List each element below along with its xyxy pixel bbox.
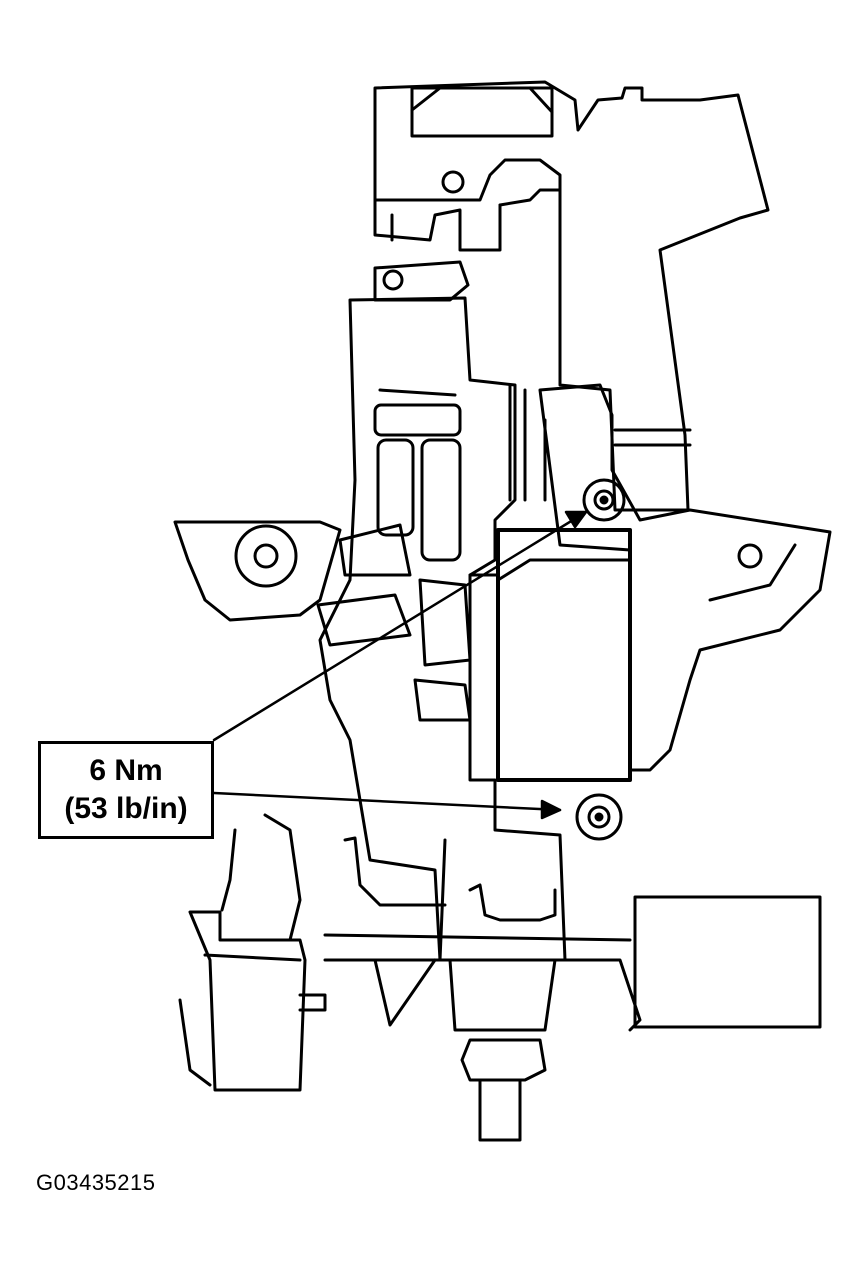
leader-line-lower — [212, 791, 562, 812]
leader-line-upper — [212, 510, 588, 742]
left-connector — [178, 813, 327, 1092]
torque-callout: 6 Nm (53 lb/in) — [38, 741, 214, 839]
lower-bolt — [575, 793, 623, 841]
left-flange — [173, 520, 342, 622]
arrowhead-lower — [540, 799, 562, 820]
lock-module — [468, 528, 632, 782]
figure-id: G03435215 — [36, 1170, 156, 1195]
lower-shaft — [323, 836, 642, 1142]
leader-lines — [212, 510, 588, 820]
upper-housing — [373, 80, 770, 512]
torque-imperial: (53 lb/in) — [64, 792, 188, 825]
arrowhead-upper — [564, 510, 588, 529]
right-lower-block — [633, 895, 822, 1029]
upper-pivot — [373, 260, 470, 302]
column-body — [316, 296, 567, 962]
upper-bolt — [582, 478, 626, 522]
torque-metric: 6 Nm — [89, 754, 163, 787]
